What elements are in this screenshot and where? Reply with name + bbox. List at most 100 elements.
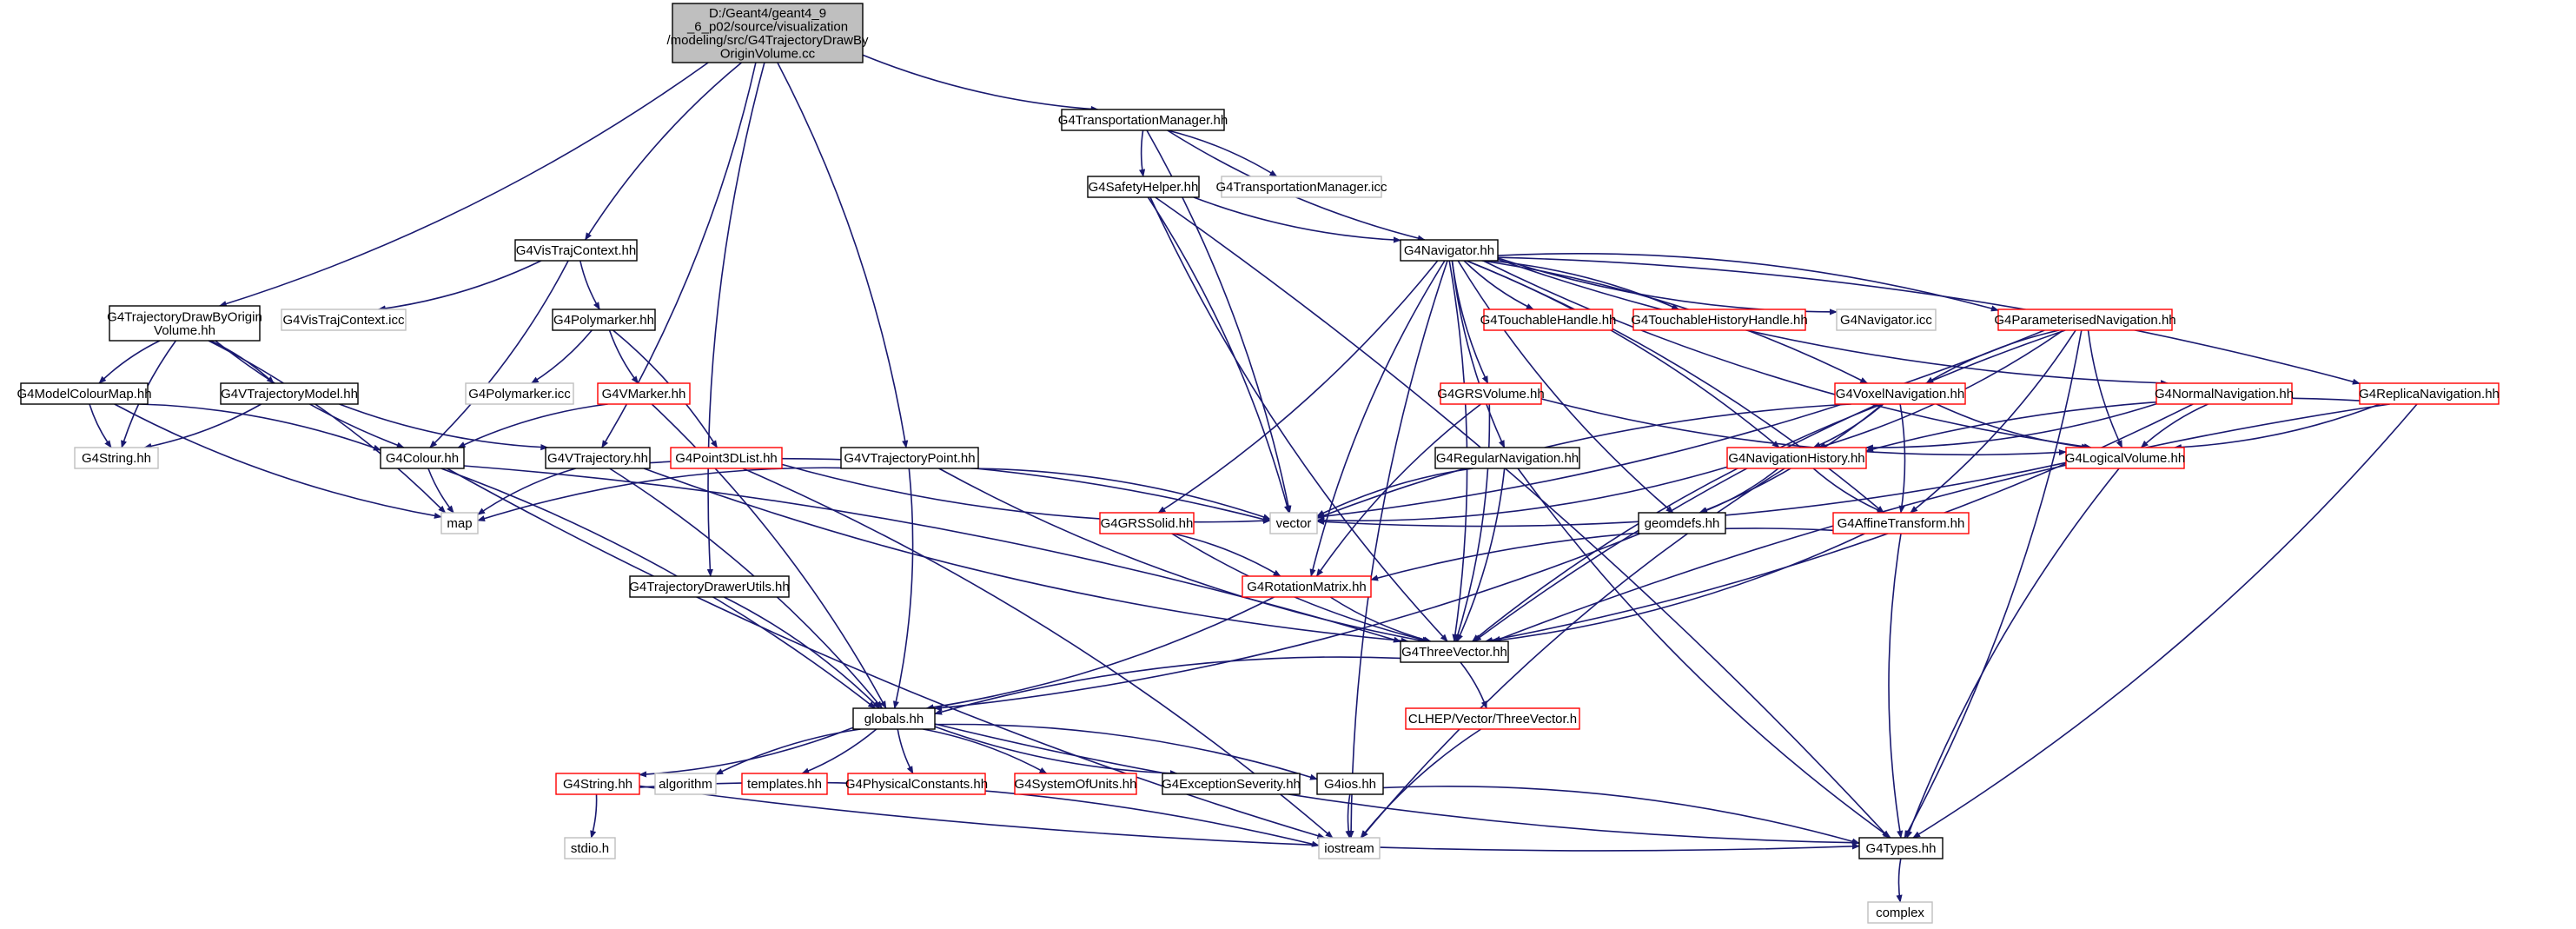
node-th[interactable]: G4TouchableHandle.hh bbox=[1480, 309, 1617, 331]
node-thh[interactable]: G4TouchableHistoryHandle.hh bbox=[1631, 309, 1808, 331]
node-root[interactable]: D:/Geant4/geant4_9_6_p02/source/visualiz… bbox=[666, 3, 869, 63]
node-box bbox=[741, 773, 828, 795]
node-box bbox=[1400, 640, 1509, 663]
edge-nnav-to-nhist bbox=[1864, 402, 2157, 451]
node-complex[interactable]: complex bbox=[1867, 901, 1933, 924]
node-sh[interactable]: G4SafetyHelper.hh bbox=[1087, 176, 1200, 198]
node-label: G4VTrajectoryPoint.hh bbox=[844, 451, 975, 466]
edge-pnav-to-tv bbox=[1473, 329, 2066, 642]
edge-poly-to-polyicc bbox=[530, 329, 593, 384]
node-label: G4ParameterisedNavigation.hh bbox=[1994, 313, 2175, 328]
node-vox[interactable]: G4VoxelNavigation.hh bbox=[1834, 382, 1966, 405]
node-vtc[interactable]: G4VisTrajContext.hh bbox=[514, 239, 638, 262]
edge-tdbov-to-mcm bbox=[98, 340, 161, 384]
edge-glob-to-tmpl bbox=[801, 728, 877, 774]
node-col[interactable]: G4Colour.hh bbox=[380, 447, 465, 469]
node-box bbox=[109, 305, 261, 342]
node-vector[interactable]: vector bbox=[1269, 512, 1318, 534]
edge-pnav-to-vector bbox=[1316, 329, 2045, 520]
node-glob[interactable]: globals.hh bbox=[852, 707, 936, 730]
edge-grss-to-rot bbox=[1173, 533, 1281, 577]
edge-col-to-iostream bbox=[447, 468, 1326, 839]
node-rnav[interactable]: G4ReplicaNavigation.hh bbox=[2359, 382, 2500, 405]
edge-glob-to-g4str bbox=[639, 727, 854, 778]
node-aff[interactable]: G4AffineTransform.hh bbox=[1832, 512, 1970, 534]
node-box bbox=[1242, 575, 1372, 598]
edge-regnav-to-vector bbox=[1316, 468, 1473, 517]
edge-pnav-to-lv bbox=[2087, 329, 2123, 448]
node-algo[interactable]: algorithm bbox=[654, 773, 717, 795]
edge-nav-to-vox bbox=[1481, 260, 1869, 384]
edge-nnav-to-lv bbox=[2140, 403, 2208, 448]
node-tmicc[interactable]: G4TransportationManager.icc bbox=[1215, 176, 1387, 198]
node-regnav[interactable]: G4RegularNavigation.hh bbox=[1434, 447, 1580, 469]
node-polyicc[interactable]: G4Polymarker.icc bbox=[465, 382, 574, 405]
node-vtraj[interactable]: G4VTrajectory.hh bbox=[545, 447, 651, 469]
node-lv[interactable]: G4LogicalVolume.hh bbox=[2065, 447, 2185, 469]
node-tmpl[interactable]: templates.hh bbox=[741, 773, 828, 795]
node-label: map bbox=[447, 516, 472, 531]
edge-vtp-to-map bbox=[477, 467, 842, 522]
node-map[interactable]: map bbox=[440, 512, 479, 534]
node-tdu[interactable]: G4TrajectoryDrawerUtils.hh bbox=[629, 575, 790, 598]
node-nav[interactable]: G4Navigator.hh bbox=[1400, 239, 1499, 262]
node-exc[interactable]: G4ExceptionSeverity.hh bbox=[1162, 773, 1301, 795]
edge-ios-to-iostream bbox=[1345, 793, 1352, 839]
node-rot[interactable]: G4RotationMatrix.hh bbox=[1242, 575, 1372, 598]
node-box bbox=[380, 447, 465, 469]
node-pnav[interactable]: G4ParameterisedNavigation.hh bbox=[1994, 309, 2176, 331]
edge-rot-to-tv bbox=[1329, 596, 1432, 643]
node-stdio[interactable]: stdio.h bbox=[564, 837, 616, 859]
node-box bbox=[1726, 447, 1867, 469]
edge-nav-to-nnav bbox=[1497, 258, 2169, 387]
node-grsv[interactable]: G4GRSVolume.hh bbox=[1437, 382, 1545, 405]
node-tv[interactable]: G4ThreeVector.hh bbox=[1400, 640, 1509, 663]
node-box bbox=[1858, 837, 1944, 859]
node-p3d[interactable]: G4Point3DList.hh bbox=[670, 447, 783, 469]
edge-root-to-tdbov bbox=[218, 62, 709, 308]
edge-aff-to-types bbox=[1888, 533, 1904, 839]
edge-tv-to-clhep bbox=[1460, 661, 1487, 709]
node-clhep[interactable]: CLHEP/Vector/ThreeVector.h bbox=[1405, 707, 1580, 730]
node-navicc[interactable]: G4Navigator.icc bbox=[1836, 309, 1937, 331]
node-label: G4RegularNavigation.hh bbox=[1436, 451, 1579, 466]
node-mcm[interactable]: G4ModelColourMap.hh bbox=[17, 382, 152, 405]
node-ios[interactable]: G4ios.hh bbox=[1316, 773, 1384, 795]
edge-rnav-to-tv bbox=[1493, 403, 2390, 642]
node-vtp[interactable]: G4VTrajectoryPoint.hh bbox=[840, 447, 979, 469]
node-label: G4Polymarker.hh bbox=[553, 313, 654, 328]
node-box bbox=[514, 239, 638, 262]
node-geomdefs[interactable]: geomdefs.hh bbox=[1638, 512, 1726, 534]
node-label: G4GRSSolid.hh bbox=[1101, 516, 1194, 531]
node-box bbox=[440, 512, 479, 534]
node-g4str[interactable]: G4String.hh bbox=[555, 773, 640, 795]
edge-nav-to-iostream bbox=[1348, 260, 1448, 839]
edge-sh-to-nav bbox=[1193, 196, 1401, 243]
node-nnav[interactable]: G4NormalNavigation.hh bbox=[2155, 382, 2294, 405]
edge-regnav-to-types bbox=[1517, 468, 1891, 839]
edge-pnav-to-vox bbox=[1925, 329, 2060, 384]
node-tm[interactable]: G4TransportationManager.hh bbox=[1058, 109, 1228, 131]
node-label: G4ReplicaNavigation.hh bbox=[2359, 387, 2500, 401]
node-vtcicc[interactable]: G4VisTrajContext.icc bbox=[281, 309, 407, 331]
edge-tdu-to-glob bbox=[723, 596, 880, 709]
node-str[interactable]: G4String.hh bbox=[74, 447, 159, 469]
node-label: _6_p02/source/visualization bbox=[686, 19, 848, 34]
node-grss[interactable]: G4GRSSolid.hh bbox=[1099, 512, 1195, 534]
node-vtm[interactable]: G4VTrajectoryModel.hh bbox=[220, 382, 359, 405]
node-box bbox=[1162, 773, 1301, 795]
node-poly[interactable]: G4Polymarker.hh bbox=[552, 309, 656, 331]
edge-root-to-vtc bbox=[584, 62, 743, 241]
node-units[interactable]: G4SystemOfUnits.hh bbox=[1014, 773, 1137, 795]
node-label: G4NavigationHistory.hh bbox=[1728, 451, 1864, 466]
node-types[interactable]: G4Types.hh bbox=[1858, 837, 1944, 859]
node-iostream[interactable]: iostream bbox=[1318, 837, 1381, 859]
edge-vox-to-vector bbox=[1316, 403, 1851, 519]
node-nhist[interactable]: G4NavigationHistory.hh bbox=[1726, 447, 1867, 469]
node-vmark[interactable]: G4VMarker.hh bbox=[597, 382, 691, 405]
node-phys[interactable]: G4PhysicalConstants.hh bbox=[845, 773, 988, 795]
edge-root-to-vtp bbox=[777, 62, 909, 448]
node-label: G4NormalNavigation.hh bbox=[2155, 387, 2294, 401]
node-label: G4VoxelNavigation.hh bbox=[1836, 387, 1964, 401]
